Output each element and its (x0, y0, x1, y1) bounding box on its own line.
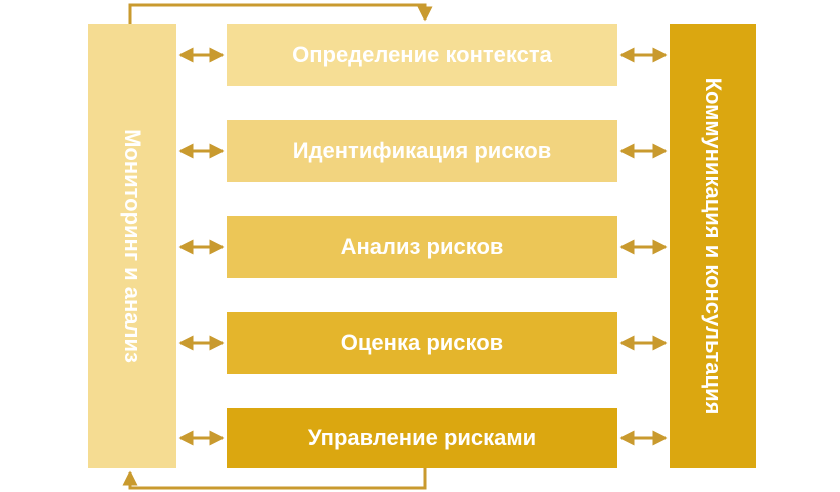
step-label: Управление рисками (307, 425, 537, 450)
step-analysis: Анализ рисков (227, 216, 617, 278)
left-connectors (178, 47, 225, 446)
step-label: Идентификация рисков (292, 138, 552, 163)
step-label: Анализ рисков (340, 234, 504, 259)
feedback-loop-bottom (122, 468, 427, 490)
step-label: Определение контекста (292, 42, 552, 67)
step-treatment: Управление рисками (227, 408, 617, 468)
communication-consultation-label: Коммуникация и консультация (701, 77, 726, 415)
monitoring-review-bar: Мониторинг и анализ (88, 24, 176, 468)
right-connectors (619, 47, 668, 446)
step-label: Оценка рисков (340, 330, 504, 355)
step-identification: Идентификация рисков (227, 120, 617, 182)
step-context: Определение контекста (227, 24, 617, 86)
step-evaluation: Оценка рисков (227, 312, 617, 374)
monitoring-review-label: Мониторинг и анализ (120, 129, 145, 363)
communication-consultation-bar: Коммуникация и консультация (670, 24, 756, 468)
feedback-loop-top (128, 3, 433, 25)
